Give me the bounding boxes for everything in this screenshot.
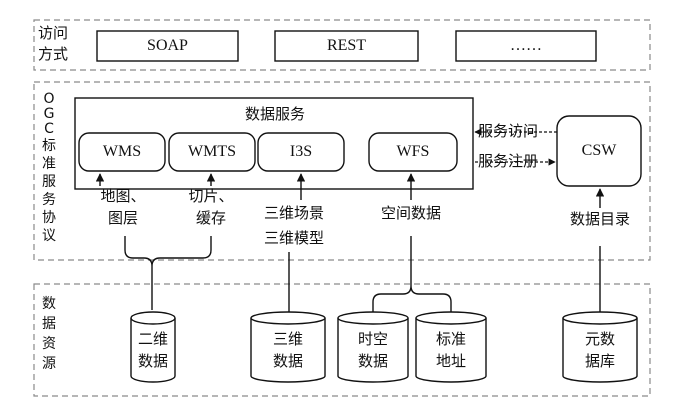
wfs-box xyxy=(368,132,458,172)
i3s-label: I3S xyxy=(289,143,313,160)
2d-data-connector xyxy=(124,236,212,310)
wmts-box xyxy=(168,132,256,172)
ogc-label-char: 服 xyxy=(42,174,56,190)
wfs-label: WFS xyxy=(396,143,430,160)
ogc-label-char: 议 xyxy=(42,228,56,244)
wms-output-line1: 地图、 xyxy=(100,187,146,205)
rest-label: REST xyxy=(326,37,367,54)
db-2d-data xyxy=(130,311,176,383)
ogc-label-char: C xyxy=(44,121,54,137)
ogc-label-char: O xyxy=(43,91,55,107)
soap-label: SOAP xyxy=(147,37,188,54)
db-metadata-line1: 元数 xyxy=(584,330,615,348)
i3s-output-line1: 三维场景 xyxy=(263,204,324,222)
db-spatiotemporal-data xyxy=(337,311,409,383)
access-label-line2: 方式 xyxy=(38,45,69,63)
ogc-label-char: G xyxy=(43,106,55,122)
service-register-label: 服务注册 xyxy=(478,152,539,170)
db-metadata-line2: 据库 xyxy=(584,352,615,370)
db-spatiotemporal-line1: 时空 xyxy=(357,330,388,348)
access-label-line1: 访问 xyxy=(38,24,69,42)
db-address-line2: 地址 xyxy=(435,352,466,370)
wfs-connector xyxy=(372,236,452,312)
csw-label: CSW xyxy=(581,142,617,159)
wmts-output-line2: 缓存 xyxy=(195,209,226,227)
wms-box xyxy=(78,132,166,172)
rest-box xyxy=(274,30,419,62)
resource-label-char: 资 xyxy=(42,336,56,352)
ogc-label-char: 准 xyxy=(42,156,56,172)
access-section-frame xyxy=(33,19,651,71)
service-access-label: 服务访问 xyxy=(478,122,539,140)
resource-section-frame xyxy=(33,283,651,397)
resource-label-char: 数 xyxy=(42,296,56,312)
csw-output: 数据目录 xyxy=(569,210,630,228)
i3s-output-line2: 三维模型 xyxy=(263,229,324,247)
ogc-section-frame xyxy=(33,81,651,261)
db-3d-line2: 数据 xyxy=(272,352,303,370)
i3s-box xyxy=(257,132,345,172)
soap-box xyxy=(96,30,239,62)
wms-label: WMS xyxy=(102,143,142,160)
db-3d-line1: 三维 xyxy=(272,330,303,348)
wfs-output: 空间数据 xyxy=(380,204,441,222)
resource-label-char: 据 xyxy=(42,316,56,332)
ogc-label-char: 标 xyxy=(42,138,56,154)
db-address-line1: 标准 xyxy=(435,330,466,348)
wmts-output-line1: 切片、 xyxy=(188,187,234,205)
data-service-title: 数据服务 xyxy=(244,105,305,123)
ogc-label-char: 协 xyxy=(42,210,56,226)
db-spatiotemporal-line2: 数据 xyxy=(357,352,388,370)
db-standard-address xyxy=(415,311,487,383)
more-methods-label: …… xyxy=(510,37,542,54)
db-2d-line2: 数据 xyxy=(137,352,168,370)
db-metadata xyxy=(562,311,638,383)
db-2d-line1: 二维 xyxy=(137,330,168,348)
wmts-label: WMTS xyxy=(188,143,236,160)
csw-box xyxy=(556,115,642,187)
data-service-group xyxy=(74,97,474,190)
more-methods-box xyxy=(455,30,597,62)
db-3d-data xyxy=(250,311,326,383)
resource-label-char: 源 xyxy=(42,356,56,372)
wms-output-line2: 图层 xyxy=(107,209,138,227)
ogc-label-char: 务 xyxy=(42,192,56,208)
